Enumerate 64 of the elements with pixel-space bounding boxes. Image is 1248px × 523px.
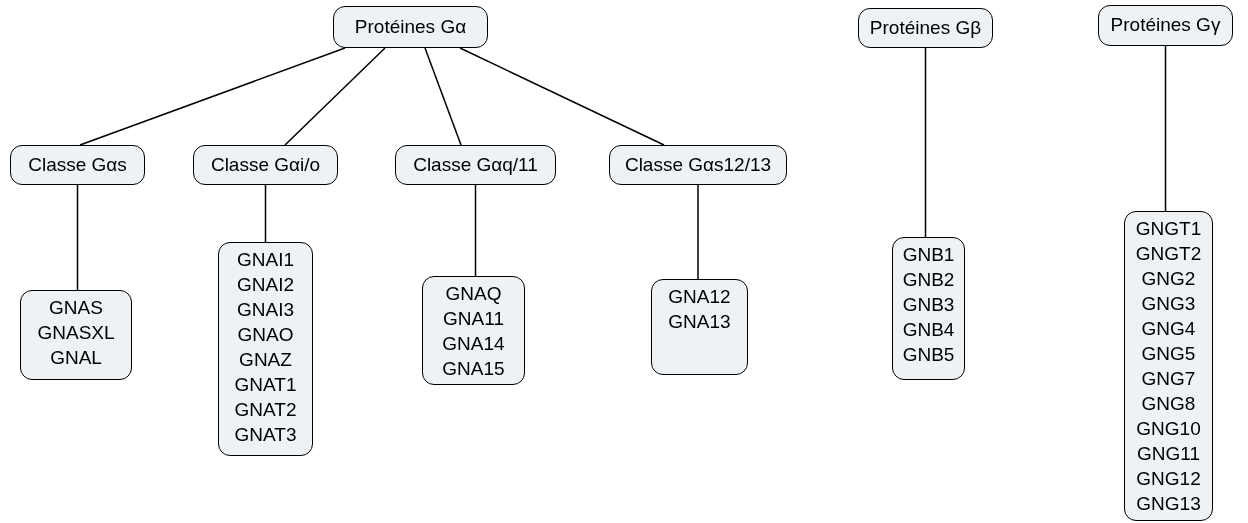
gene-name: GNA13 (668, 310, 731, 334)
gene-name: GNA11 (443, 307, 504, 331)
category-label: Classe Gαs12/13 (624, 152, 772, 177)
gene-name: GNAI3 (237, 298, 294, 322)
category-label: Protéines Gα (354, 14, 467, 39)
gene-list-box (1124, 211, 1213, 521)
connector-line (424, 47, 462, 146)
gene-name: GNA15 (442, 357, 505, 381)
gene-name: GNGT1 (1135, 217, 1202, 241)
gene-list-box (651, 279, 748, 375)
category-box (858, 8, 993, 48)
gene-name: GNASXL (37, 321, 115, 345)
category-label: Classe Gαq/11 (413, 152, 538, 177)
gene-name: GNAI2 (237, 273, 294, 297)
category-box (193, 145, 338, 185)
gene-name: GNAZ (239, 348, 292, 372)
category-box (609, 145, 787, 185)
connector-line (459, 47, 665, 146)
gene-name: GNG3 (1141, 292, 1196, 316)
category-label: Classe Gαs (28, 152, 127, 177)
gene-name: GNG10 (1136, 417, 1201, 441)
gene-name: GNG5 (1141, 342, 1196, 366)
connector-line (924, 47, 927, 238)
gene-name: GNB1 (902, 243, 955, 267)
gene-list-box (20, 290, 132, 380)
connector-line (76, 184, 79, 291)
gene-name: GNAI1 (237, 248, 294, 272)
gene-name: GNG2 (1141, 267, 1196, 291)
gene-name: GNG8 (1141, 392, 1196, 416)
gene-name: GNAQ (445, 282, 502, 306)
connector-line (264, 184, 267, 243)
category-box (1098, 5, 1233, 46)
connector-line (697, 184, 699, 280)
gene-list-box (892, 237, 965, 380)
connector-line (284, 47, 386, 146)
gene-name: GNGT2 (1135, 242, 1202, 266)
category-box (333, 6, 488, 48)
category-label: Classe Gαi/o (210, 152, 321, 177)
gene-name: GNA14 (442, 332, 505, 356)
gene-name: GNAT3 (234, 423, 297, 447)
gene-name: GNB4 (902, 318, 955, 342)
category-label: Protéines Gγ (1110, 13, 1221, 38)
gene-name: GNAT1 (234, 373, 297, 397)
gene-name: GNG13 (1136, 492, 1201, 516)
category-box (10, 145, 145, 185)
gene-name: GNB5 (902, 343, 955, 367)
gene-name: GNB3 (902, 293, 955, 317)
gene-name: GNAT2 (234, 398, 297, 422)
gene-name: GNG12 (1136, 467, 1201, 491)
gene-name: GNA12 (668, 285, 731, 309)
connector-line (1164, 45, 1167, 212)
gene-name: GNAO (237, 323, 294, 347)
gene-list-box (422, 276, 525, 385)
gene-name: GNG7 (1141, 367, 1196, 391)
gene-name: GNAS (49, 296, 103, 320)
connector-line (474, 184, 477, 277)
category-label: Protéines Gβ (869, 15, 982, 40)
gene-name: GNG11 (1137, 442, 1200, 466)
connector-line (79, 47, 346, 146)
gene-name: GNG4 (1141, 317, 1196, 341)
gene-name: GNB2 (902, 268, 955, 292)
gene-list-box (218, 242, 313, 456)
category-box (395, 145, 556, 185)
gene-name: GNAL (50, 346, 102, 370)
